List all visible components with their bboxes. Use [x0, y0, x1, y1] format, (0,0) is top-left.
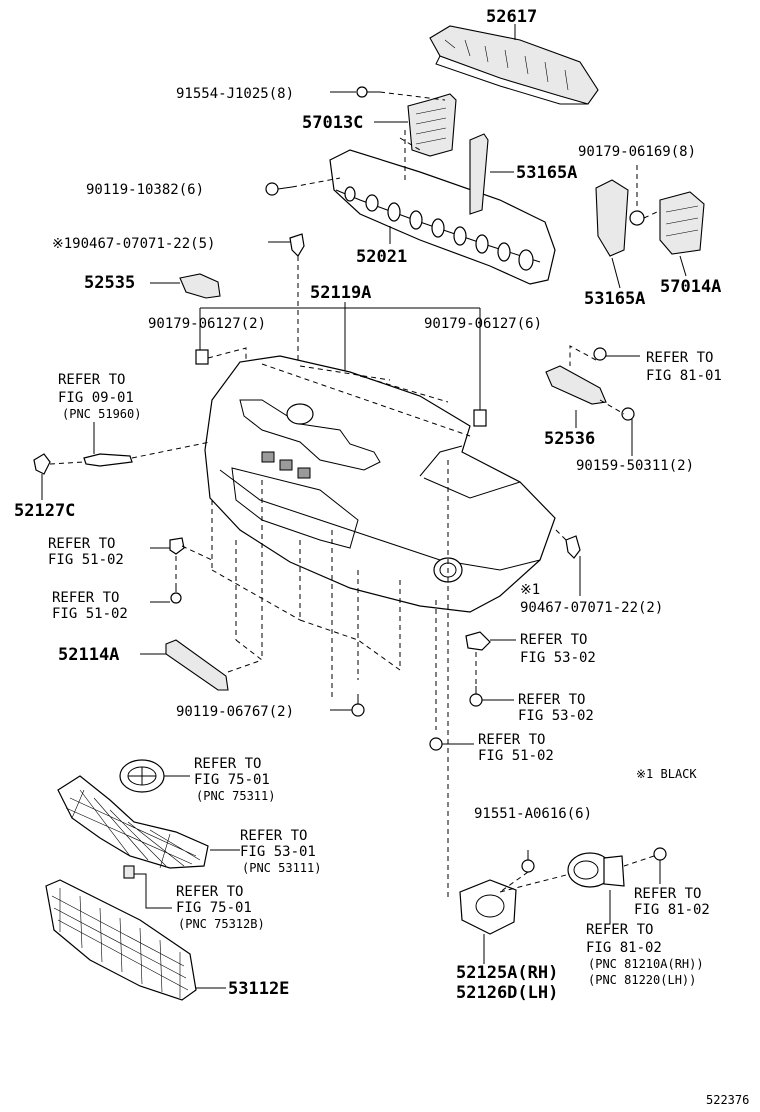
fog-lamp-81210a [567, 852, 625, 888]
grille-53111 [57, 775, 209, 869]
label-90467-top: ※190467-07071-22(5) [52, 236, 215, 252]
ref-fig51-02-c-line1: REFER TO [478, 732, 545, 748]
upper-absorber-52617 [429, 25, 599, 105]
bracket-52536 [545, 365, 607, 405]
bolt-91554 [356, 86, 380, 98]
screw-52536-top [593, 347, 607, 361]
screw-91551 [521, 850, 535, 873]
ref-fig81-02-b-line4: (PNC 81220(LH)) [588, 973, 696, 987]
fog-bracket-52125a [459, 879, 517, 935]
bolt-fig81-02 [653, 847, 667, 884]
bracket-53165a-right [595, 179, 629, 257]
ref-fig53-02-b-line1: REFER TO [518, 692, 585, 708]
bolt-fig53-02-lower [469, 686, 483, 707]
label-52125a-rh: 52125A(RH) [456, 963, 558, 983]
ref-fig53-02-a-line2: FIG 53-02 [520, 650, 596, 666]
label-53112e: 53112E [228, 979, 289, 999]
ref-fig81-01-line2: FIG 81-01 [646, 368, 722, 384]
reinforcement-52021 [329, 149, 556, 285]
label-52535: 52535 [84, 273, 135, 293]
label-53165a-upper: 53165A [516, 163, 577, 183]
ref-fig09-01-line3: (PNC 51960) [62, 407, 141, 421]
label-90159-50311: 90159-50311(2) [576, 458, 694, 474]
nut-90179-06169 [629, 210, 645, 226]
ref-fig81-01-line1: REFER TO [646, 350, 713, 366]
clip-90179-06127-right [473, 409, 487, 427]
label-52119a: 52119A [310, 283, 371, 303]
label-90179-06127-left: 90179-06127(2) [148, 316, 266, 332]
part-52127c [33, 453, 133, 475]
lower-grille-53112e [45, 879, 197, 1001]
ref-fig75-01-b-line2: FIG 75-01 [176, 900, 252, 916]
ref-fig51-02-a-line1: REFER TO [48, 536, 115, 552]
ref-fig81-02-b-line2: FIG 81-02 [586, 940, 662, 956]
ref-fig75-01-a-line1: REFER TO [194, 756, 261, 772]
ref-fig53-01-line2: FIG 53-01 [240, 844, 316, 860]
ref-fig75-01-a-line2: FIG 75-01 [194, 772, 270, 788]
label-mark-1: ※1 [520, 582, 540, 598]
ref-fig75-01-b-line1: REFER TO [176, 884, 243, 900]
label-90179-06169: 90179-06169(8) [578, 144, 696, 160]
label-52127c: 52127C [14, 501, 75, 521]
ref-fig51-02-a-line2: FIG 51-02 [48, 552, 124, 568]
label-52126d-lh: 52126D(LH) [456, 983, 558, 1003]
label-91551-a0616: 91551-A0616(6) [474, 806, 592, 822]
label-90119-06767: 90119-06767(2) [176, 704, 294, 720]
ref-fig75-01-a-line3: (PNC 75311) [196, 789, 275, 803]
clip-75312b [123, 865, 135, 879]
clip-fig51-02-upper [169, 537, 185, 555]
ref-fig81-02-b-line1: REFER TO [586, 922, 653, 938]
ref-fig51-02-c-line2: FIG 51-02 [478, 748, 554, 764]
bracket-57014a [659, 191, 705, 255]
ref-fig51-02-b-line2: FIG 51-02 [52, 606, 128, 622]
label-57013c: 57013C [302, 113, 363, 133]
bolt-90119-10382 [265, 182, 293, 196]
part-52535 [179, 273, 221, 299]
label-90119-10382: 90119-10382(6) [86, 182, 204, 198]
label-52536: 52536 [544, 429, 595, 449]
ref-fig81-02-a-line1: REFER TO [634, 886, 701, 902]
figure-number: 522376 [706, 1093, 749, 1107]
ref-fig75-01-b-line3: (PNC 75312B) [178, 917, 265, 931]
ref-fig09-01-line2: FIG 09-01 [58, 390, 134, 406]
clip-90467-right [565, 535, 581, 559]
label-52114a: 52114A [58, 645, 119, 665]
label-91554-j1025: 91554-J1025(8) [176, 86, 294, 102]
bolt-90119-06767 [351, 694, 365, 717]
ref-fig53-01-line3: (PNC 53111) [242, 861, 321, 875]
label-52021: 52021 [356, 247, 407, 267]
clip-90179-06127-left [195, 349, 209, 365]
label-52617: 52617 [486, 7, 537, 27]
emblem-75311 [119, 759, 165, 793]
label-90179-06127-right: 90179-06127(6) [424, 316, 542, 332]
screw-90159 [621, 407, 635, 421]
bracket-53165a-upper [469, 133, 489, 215]
bolt-fig51-02-right [429, 737, 443, 751]
bracket-57013c [407, 93, 457, 157]
ref-fig81-02-b-line3: (PNC 81210A(RH)) [588, 957, 704, 971]
ref-fig51-02-b-line1: REFER TO [52, 590, 119, 606]
bumper-cover-52119a [204, 355, 556, 613]
bolt-fig51-02-lower [170, 586, 182, 604]
ref-fig53-02-a-line1: REFER TO [520, 632, 587, 648]
ref-fig09-01-line1: REFER TO [58, 372, 125, 388]
label-57014a: 57014A [660, 277, 721, 297]
ref-fig81-02-a-line2: FIG 81-02 [634, 902, 710, 918]
label-90467-right: 90467-07071-22(2) [520, 600, 663, 616]
bracket-52114a [165, 639, 229, 691]
ref-fig53-02-b-line2: FIG 53-02 [518, 708, 594, 724]
clip-fig53-02-upper [465, 631, 491, 651]
label-53165a-right: 53165A [584, 289, 645, 309]
legend-black: ※1 BLACK [636, 767, 697, 781]
clip-90467-top [289, 233, 305, 257]
ref-fig53-01-line1: REFER TO [240, 828, 307, 844]
